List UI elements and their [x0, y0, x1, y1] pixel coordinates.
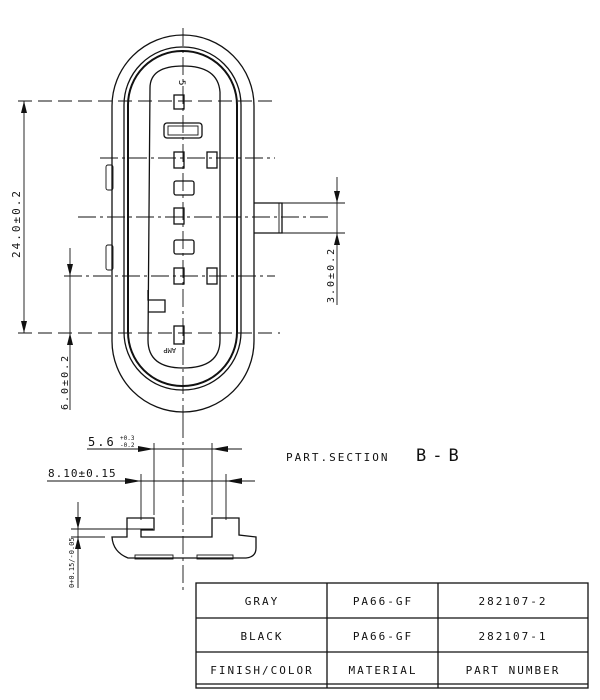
amp-logo: AMP [163, 346, 176, 354]
dimension-peg: 3.0±0.2 [326, 177, 340, 305]
svg-text:5.6: 5.6 [88, 435, 116, 449]
side-tab [105, 164, 114, 191]
section-title: PART.SECTION [286, 451, 389, 464]
dimension-offset: 6.0±0.2 [60, 248, 73, 410]
svg-text:3.0±0.2: 3.0±0.2 [326, 247, 337, 303]
parts-table: GRAY PA66-GF 282107-2 BLACK PA66-GF 2821… [195, 582, 589, 689]
pin-marker: 5 [176, 80, 186, 87]
svg-text:-0.2: -0.2 [120, 442, 135, 449]
dimension-height: 24.0±0.2 [10, 101, 27, 333]
table-header-part-number: PART NUMBER [466, 664, 561, 677]
table-cell-color: GRAY [245, 595, 280, 608]
svg-text:6.0±0.2: 6.0±0.2 [60, 354, 71, 410]
table-cell-material: PA66-GF [353, 630, 413, 643]
table-header-material: MATERIAL [349, 664, 418, 677]
housing-ring [123, 46, 242, 391]
front-view: 5 AMP 24.0±0.2 6.0±0.2 [10, 28, 345, 420]
svg-text:0+0.15/-0.05: 0+0.15/-0.05 [68, 537, 76, 588]
housing-ring-inner [127, 50, 238, 387]
svg-text:8.10±0.15: 8.10±0.15 [48, 467, 117, 480]
side-tab [105, 244, 114, 271]
table-cell-part-number: 282107-1 [479, 630, 548, 643]
section-profile [111, 517, 257, 559]
svg-text:24.0±0.2: 24.0±0.2 [10, 189, 23, 258]
table-cell-material: PA66-GF [353, 595, 413, 608]
svg-text:+0.3: +0.3 [120, 435, 135, 442]
peg [254, 202, 283, 234]
terminals [147, 94, 218, 345]
table-cell-color: BLACK [240, 630, 283, 643]
section-view: 5.6 +0.3 -0.2 8.10±0.15 0+0.15/-0.05 PAR… [47, 420, 465, 590]
cavity [147, 65, 221, 369]
table-cell-part-number: 282107-2 [479, 595, 548, 608]
section-id: B-B [416, 446, 465, 466]
table-header-color: FINISH/COLOR [210, 664, 313, 677]
